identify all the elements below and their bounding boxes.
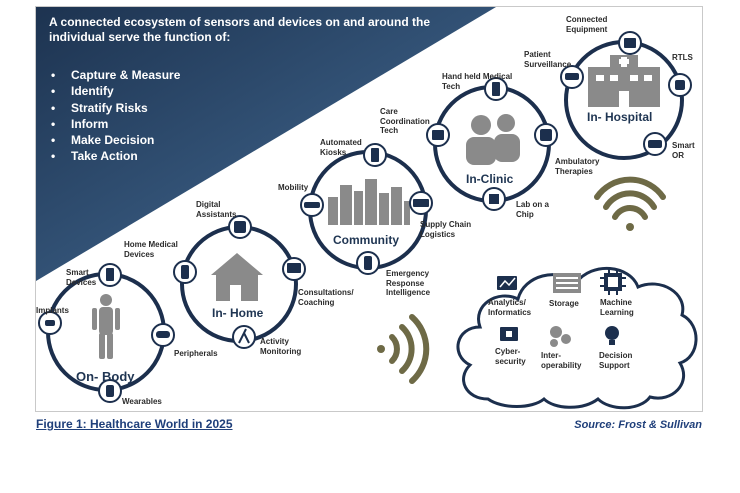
- cloud-label-decision-support: Decision Support: [599, 351, 633, 370]
- function-list: Capture & Measure Identify Stratify Risk…: [49, 67, 180, 165]
- spoke-label-connected-equipment: Connected Equipment: [566, 15, 608, 34]
- spoke-label-patient-surveillance: Patient Surveillance: [524, 50, 572, 69]
- monitor-coaching-icon: [282, 257, 306, 281]
- spoke-label-mobility: Mobility: [278, 183, 309, 192]
- figure-caption: Figure 1: Healthcare World in 2025: [36, 417, 233, 431]
- spoke-label-digital-assistants: Digital Assistants: [196, 200, 237, 219]
- spoke-label-emergency: Emergency Response Intelligence: [386, 269, 431, 297]
- rtls-tag-icon: [668, 73, 692, 97]
- spoke-label-lab-on-chip: Lab on a Chip: [516, 200, 549, 219]
- lab-chip-icon: [482, 187, 506, 211]
- spoke-label-ambulatory: Ambulatory Therapies: [555, 157, 600, 176]
- community-hub: [300, 143, 433, 275]
- function-item: Make Decision: [49, 132, 180, 149]
- care-coordination-icon: [426, 123, 450, 147]
- cloud-label-machine-learning: Machine Learning: [600, 298, 634, 317]
- in-home-hub: [173, 215, 306, 349]
- spoke-label-handheld: Hand held Medical Tech: [442, 72, 513, 91]
- in-clinic-hub: [426, 77, 558, 211]
- function-item: Stratify Risks: [49, 100, 180, 117]
- machine-learning-chip-icon: [600, 269, 626, 295]
- vr-headset-icon: [151, 323, 175, 347]
- wifi-signal-icon: [594, 176, 666, 231]
- house-icon: [211, 253, 263, 301]
- on-body-hub: [38, 263, 175, 403]
- header-headline: A connected ecosystem of sensors and dev…: [49, 15, 430, 44]
- spoke-label-smart-devices: Smart Devices: [66, 268, 97, 287]
- interoperability-icon: [550, 326, 571, 347]
- smart-or-icon: [643, 132, 667, 156]
- smartphone-icon: [98, 263, 122, 287]
- function-item: Inform: [49, 116, 180, 133]
- cloud-label-cyber-security: Cyber- security: [495, 347, 526, 366]
- spoke-label-home-medical-devices: Home Medical Devices: [124, 240, 178, 259]
- function-item: Capture & Measure: [49, 67, 180, 84]
- spoke-label-care-coordination: Care Coordination Tech: [380, 107, 430, 135]
- in-hospital-hub: [560, 31, 692, 160]
- storage-server-icon: [553, 273, 581, 293]
- spoke-label-activity-monitoring: Activity Monitoring: [260, 337, 302, 356]
- cloud-icon: [456, 267, 698, 410]
- emergency-responder-icon: [356, 251, 380, 275]
- in-clinic-title: In-Clinic: [466, 172, 514, 186]
- cloud-label-storage: Storage: [549, 299, 579, 308]
- wifi-signal-icon: [377, 314, 430, 384]
- spoke-label-implants: Implants: [36, 306, 69, 315]
- implant-icon: [38, 311, 62, 335]
- ambulatory-therapy-icon: [534, 123, 558, 147]
- spoke-label-wearables: Wearables: [122, 397, 162, 406]
- hospital-icon: [588, 55, 660, 107]
- robot-assistant-icon: [228, 215, 252, 239]
- connected-equipment-icon: [618, 31, 642, 55]
- decision-support-bulb-icon: [605, 326, 619, 345]
- spoke-label-automated-kiosks: Automated Kiosks: [320, 138, 362, 157]
- doctors-icon: [466, 114, 520, 165]
- spoke-label-consultations: Consultations/ Coaching: [298, 288, 354, 307]
- spoke-label-supply-chain: Supply Chain Logistics: [420, 220, 472, 239]
- function-item: Take Action: [49, 148, 180, 165]
- activity-runner-icon: [232, 325, 256, 349]
- in-home-title: In- Home: [212, 306, 264, 320]
- car-icon: [300, 193, 324, 217]
- truck-icon: [409, 191, 433, 215]
- on-body-title: On- Body: [76, 369, 135, 384]
- community-title: Community: [333, 233, 399, 247]
- analytics-icon: [497, 276, 517, 290]
- glucose-meter-icon: [173, 260, 197, 284]
- figure-frame: A connected ecosystem of sensors and dev…: [35, 6, 703, 412]
- spoke-label-rtls: RTLS: [672, 53, 693, 62]
- figure-source: Source: Frost & Sullivan: [574, 419, 702, 431]
- cloud-label-interoperability: Inter- operability: [541, 351, 582, 370]
- kiosk-icon: [363, 143, 387, 167]
- function-item: Identify: [49, 83, 180, 100]
- in-hospital-title: In- Hospital: [587, 110, 653, 124]
- handheld-device-icon: [484, 77, 508, 101]
- smartwatch-icon: [98, 379, 122, 403]
- surveillance-camera-icon: [560, 65, 584, 89]
- city-icon: [328, 179, 410, 225]
- spoke-label-smart-or: Smart OR: [672, 141, 695, 160]
- person-icon: [92, 294, 120, 359]
- cloud-label-analytics: Analytics/ Informatics: [488, 298, 532, 317]
- cyber-security-icon: [500, 327, 518, 341]
- spoke-label-peripherals: Peripherals: [174, 349, 218, 358]
